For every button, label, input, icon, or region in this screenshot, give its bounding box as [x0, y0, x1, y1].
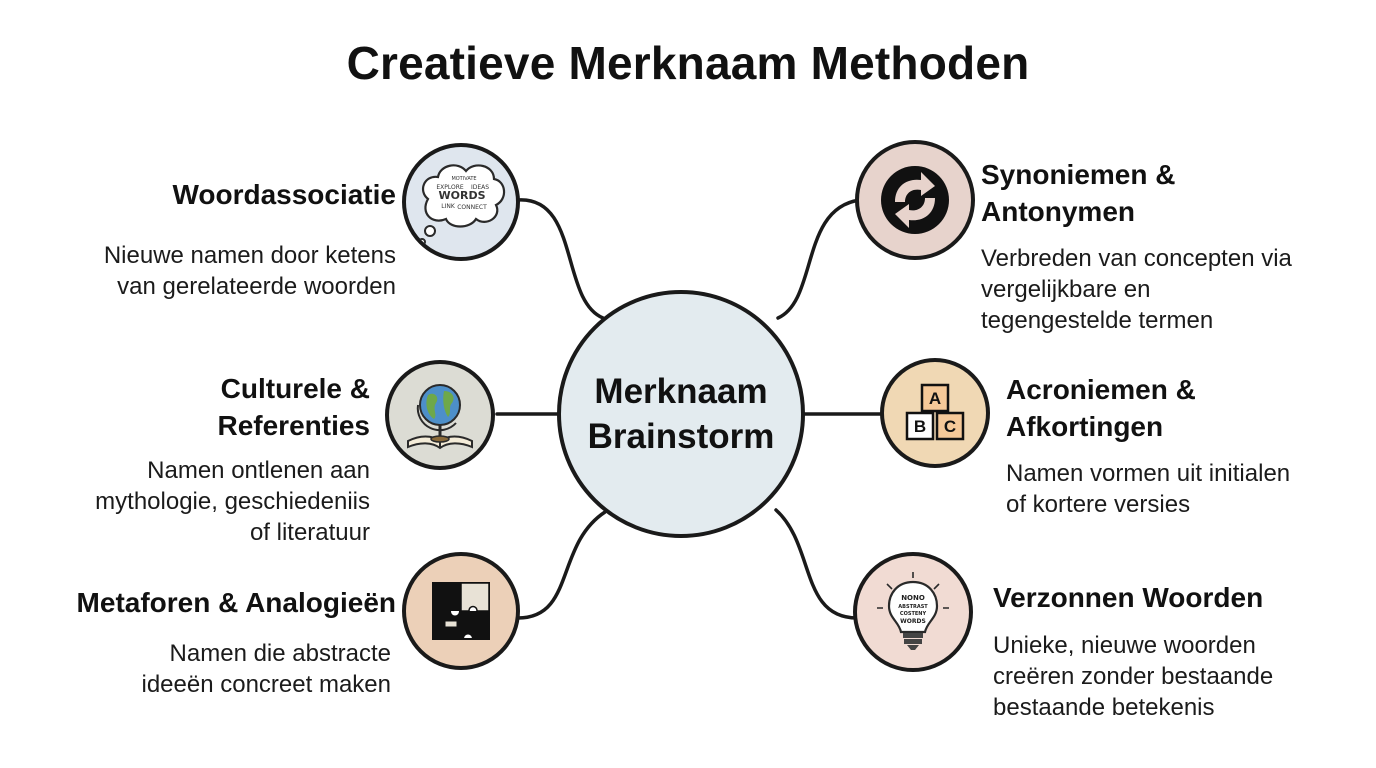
desc-verzonnen: Unieke, nieuwe woorden creëren zonder be…	[993, 630, 1273, 723]
desc-line: vergelijkbare en	[981, 276, 1151, 303]
heading-line: Afkortingen	[1006, 411, 1164, 442]
desc-line: Nieuwe namen door ketens	[103, 242, 396, 269]
cloud-word-5: LINK	[441, 203, 456, 210]
page-title: Creatieve Merknaam Methoden	[346, 37, 1030, 89]
desc-woordassociatie: Nieuwe namen door ketens van gerelateerd…	[104, 240, 396, 302]
thought-bubble-word-cloud-icon: MOTIVATE EXPLORE WORDS IDEAS LINK CONNEC…	[418, 164, 506, 246]
cloud-word-1: MOTIVATE	[451, 176, 476, 182]
node-culturele	[385, 360, 495, 470]
center-label-line1: Merknaam	[594, 371, 768, 411]
node-synoniemen	[855, 140, 975, 260]
heading-metaforen: Metaforen & Analogieën	[76, 587, 396, 618]
cloud-word-3: WORDS	[438, 189, 485, 202]
heading-acroniemen: Acroniemen & Afkortingen	[1006, 371, 1196, 445]
desc-line: Namen die abstracte	[169, 640, 391, 667]
connector-synoniemen	[776, 198, 862, 320]
desc-line: tegengestelde termen	[981, 307, 1214, 334]
node-verzonnen: NONO ABSTRAST COSTENY WORDS	[853, 552, 973, 672]
block-letter-a: A	[929, 389, 941, 408]
node-woordassociatie: MOTIVATE EXPLORE WORDS IDEAS LINK CONNEC…	[402, 143, 520, 261]
globe-on-book-icon	[407, 384, 473, 450]
desc-line: Verbreden van concepten via	[981, 245, 1292, 272]
desc-line: Namen vormen uit initialen	[1006, 460, 1291, 487]
cloud-word-2: EXPLORE	[436, 184, 464, 191]
bulb-word-3: COSTENY	[900, 611, 927, 617]
bulb-word-1: NONO	[901, 594, 925, 602]
heading-culturele: Culturele & Referenties	[217, 370, 370, 444]
connector-verzonnen	[774, 508, 859, 620]
heading-line: Culturele &	[220, 373, 370, 404]
heading-verzonnen: Verzonnen Woorden	[993, 582, 1264, 613]
abc-blocks-icon: A B C	[905, 383, 965, 441]
desc-line: mythologie, geschiedeniis	[95, 488, 370, 515]
bulb-word-2: ABSTRAST	[898, 604, 928, 610]
circular-arrows-icon	[881, 166, 949, 234]
cloud-word-4: IDEAS	[471, 184, 489, 191]
desc-synoniemen: Verbreden van concepten via vergelijkbar…	[981, 243, 1292, 336]
desc-acroniemen: Namen vormen uit initialen of kortere ve…	[1006, 458, 1290, 520]
center-hub: Merknaam Brainstorm	[557, 290, 805, 538]
heading-line: Acroniemen &	[1006, 374, 1196, 405]
heading-woordassociatie: Woordassociatie	[172, 179, 396, 210]
desc-line: Unieke, nieuwe woorden	[993, 632, 1256, 659]
cloud-word-6: CONNECT	[457, 204, 487, 211]
connector-woordassociatie	[515, 198, 605, 320]
puzzle-icon	[432, 582, 490, 640]
desc-metaforen: Namen die abstracte ideeën concreet make…	[142, 638, 392, 700]
lightbulb-icon: NONO ABSTRAST COSTENY WORDS	[877, 572, 949, 650]
heading-line: Synoniemen &	[981, 159, 1176, 190]
bulb-word-4: WORDS	[900, 618, 926, 625]
connector-metaforen	[516, 510, 607, 620]
node-acroniemen: A B C	[880, 358, 990, 468]
block-letter-b: B	[914, 417, 926, 436]
desc-line: creëren zonder bestaande	[993, 663, 1274, 690]
desc-line: ideeën concreet maken	[141, 671, 392, 698]
block-letter-c: C	[944, 417, 956, 436]
heading-synoniemen: Synoniemen & Antonymen	[981, 156, 1175, 230]
heading-line: Antonymen	[981, 196, 1135, 227]
desc-culturele: Namen ontlenen aan mythologie, geschiede…	[95, 455, 370, 548]
heading-line: Referenties	[217, 410, 370, 441]
desc-line: of literatuur	[249, 519, 370, 546]
desc-line: Namen ontlenen aan	[147, 457, 370, 484]
desc-line: of kortere versies	[1006, 491, 1191, 518]
center-label-line2: Brainstorm	[587, 417, 775, 456]
node-metaforen	[402, 552, 520, 670]
desc-line: bestaande betekenis	[993, 694, 1215, 721]
desc-line: van gerelateerde woorden	[117, 273, 396, 300]
